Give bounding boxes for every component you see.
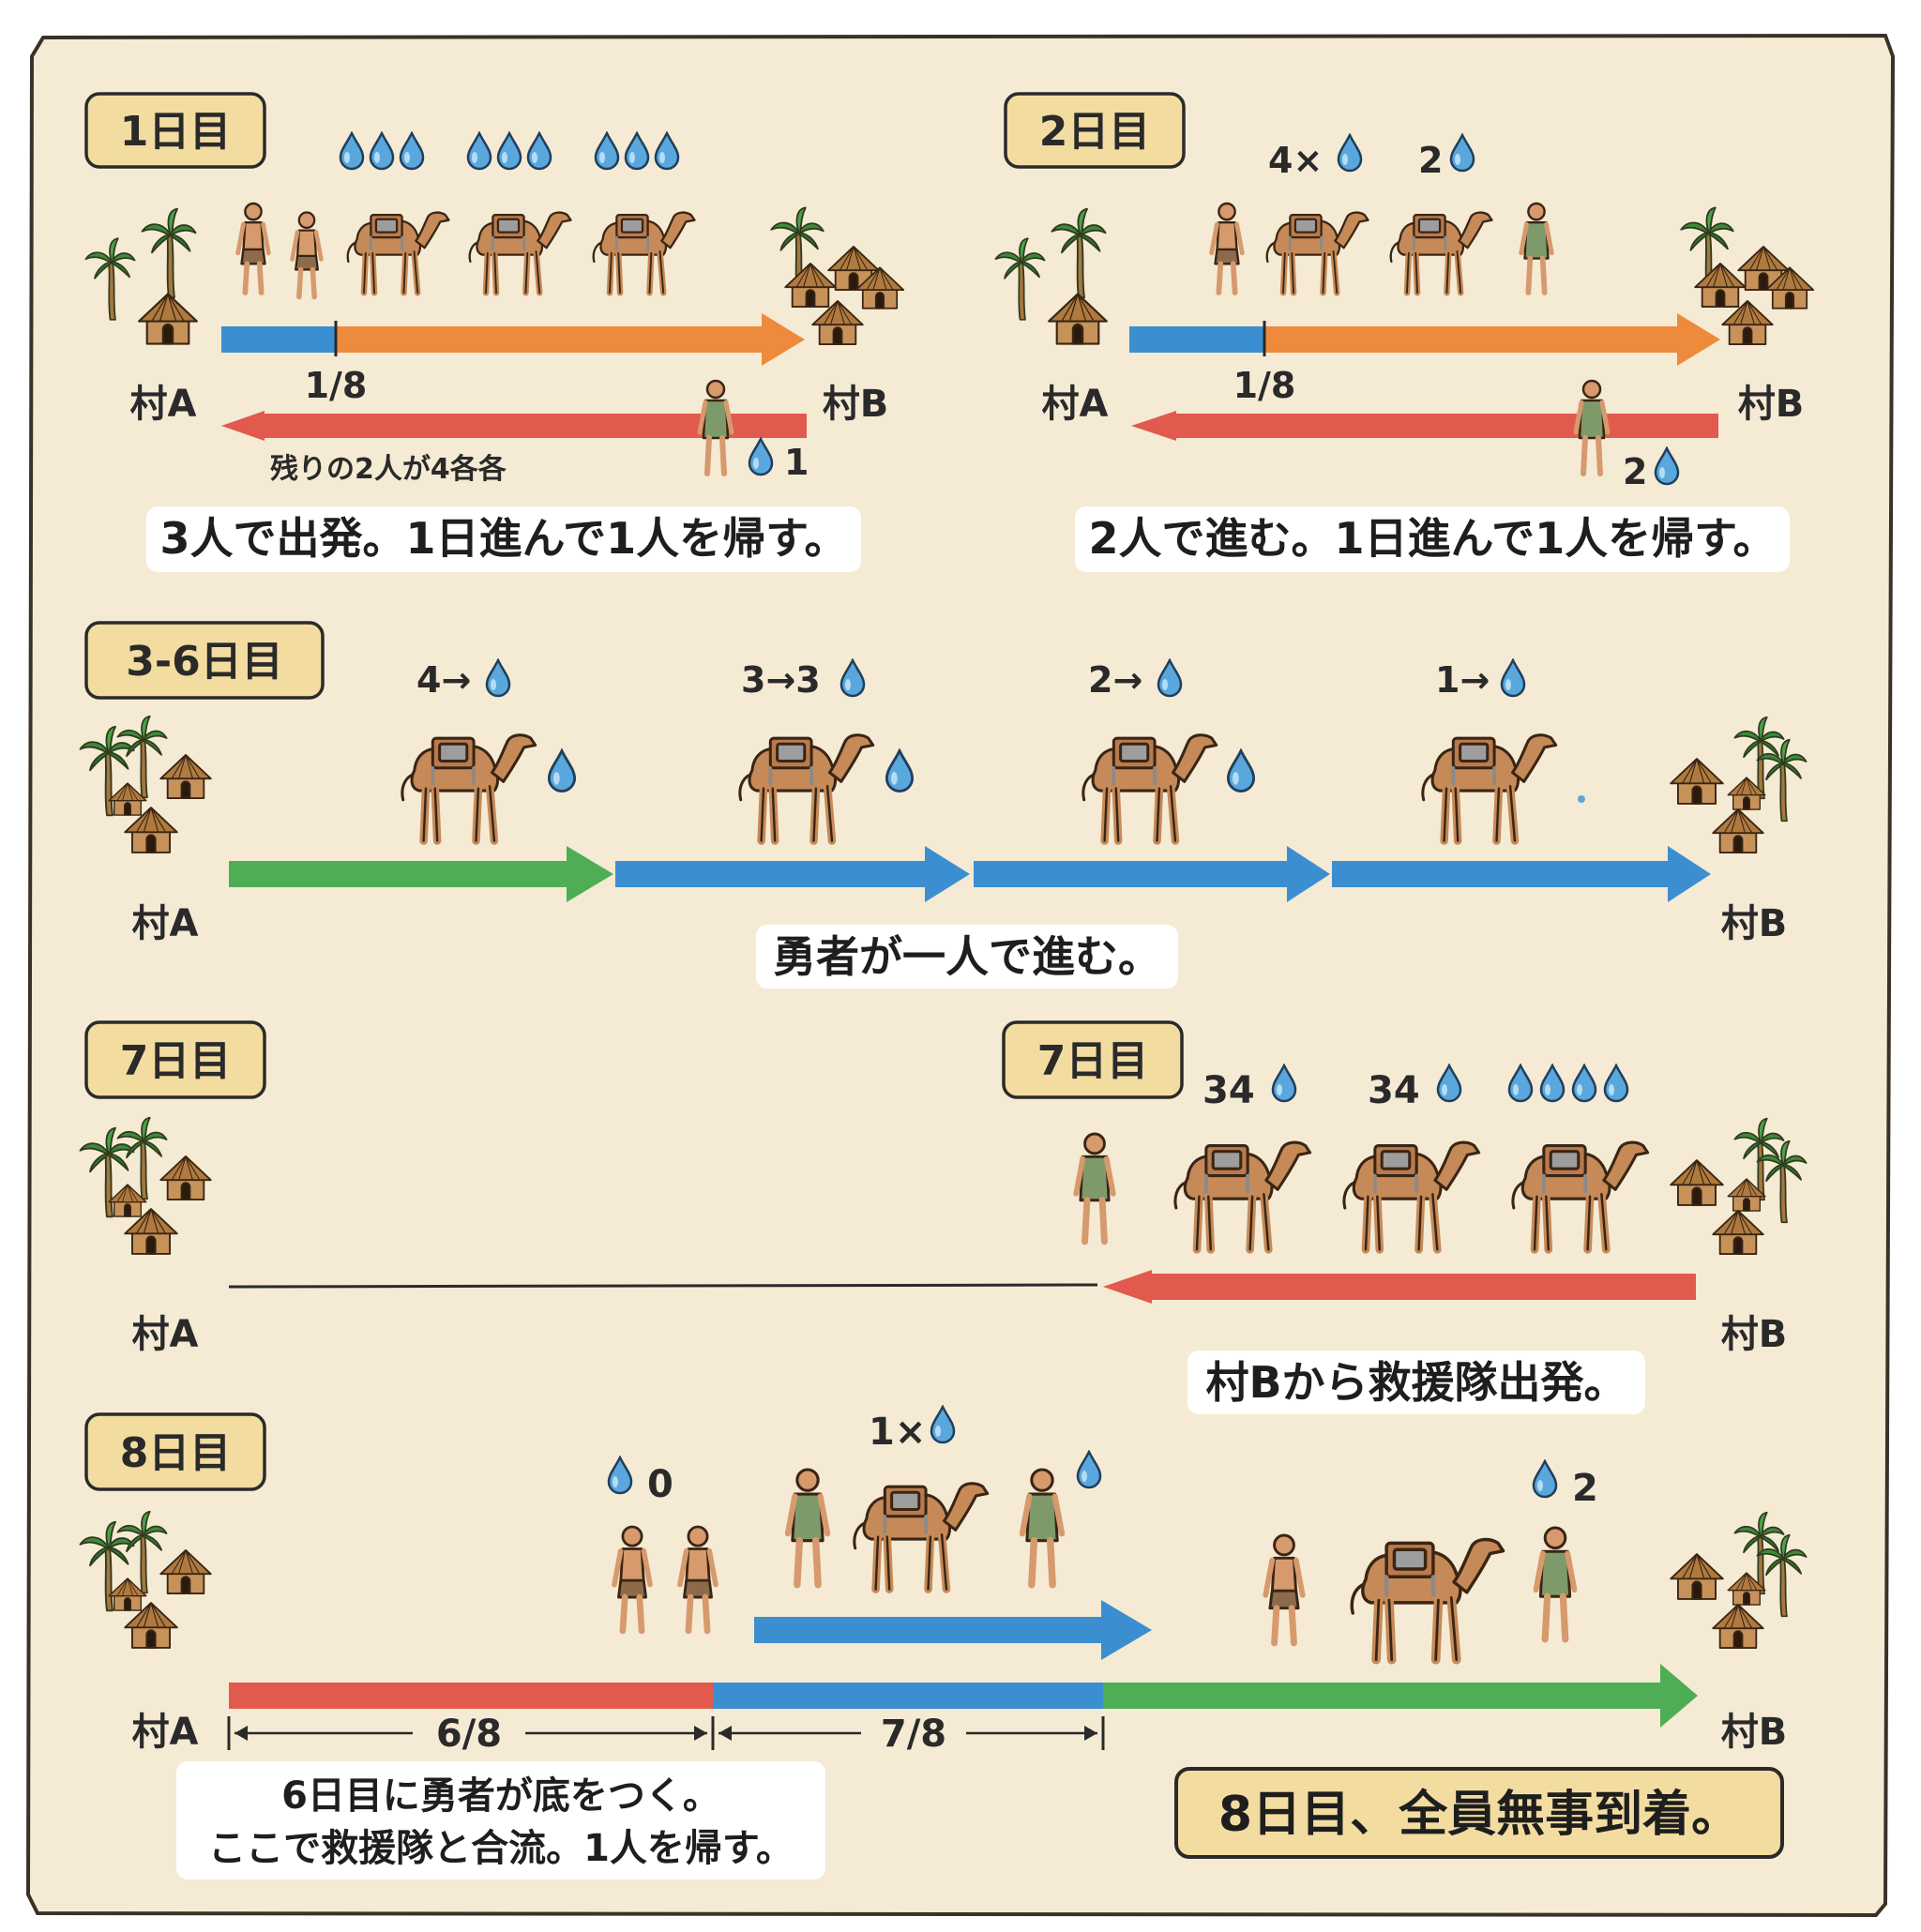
day7-caption: 村Bから救援隊出発。 (1205, 1357, 1626, 1408)
water-count-b: 2 (1418, 140, 1443, 181)
village-a-label: 村A (132, 1711, 199, 1754)
village-a-label: 村A (132, 1313, 199, 1356)
panel-day3-6: 3-6日目 4→ 3→3 2→ 1→ 村A 村B 勇者が一人で進む。 (81, 621, 1807, 989)
day8-caption-line1: 6日目に勇者が底をつく。 (281, 1774, 720, 1818)
badge-day3-6-label: 3-6日目 (126, 638, 283, 686)
village-b-label: 村B (1738, 383, 1805, 426)
village-b-label: 村B (1721, 1313, 1788, 1356)
final-banner (1174, 1767, 1784, 1859)
dim-left-label: 6/8 (436, 1713, 502, 1756)
day8-caption-line2: ここで救援隊と合流。1人を帰す。 (208, 1827, 794, 1870)
badge-day3-6 (84, 621, 325, 700)
day1-caption: 3人で出発。1日進んで1人を帰す。 (159, 513, 847, 564)
day2-caption: 2人で進む。1日進んで1人を帰す。 (1088, 513, 1776, 564)
split-label: 1/8 (1233, 365, 1296, 406)
village-a-label: 村A (1042, 383, 1109, 426)
village-a-label: 村A (132, 902, 199, 945)
village-b-label: 村B (1721, 1711, 1788, 1754)
badge-day7-right-label: 7日目 (1037, 1037, 1149, 1085)
water-label-1: 34 (1203, 1069, 1255, 1112)
panel-day1: 1日目 1/8 村A 村B 1 残りの2人が4各各 3人で出発。1日進んで1人を… (84, 92, 903, 572)
village-b-label: 村B (1721, 902, 1788, 945)
water-two: 2 (1572, 1467, 1598, 1510)
badge-day2 (1004, 92, 1186, 169)
dim-right-label: 7/8 (881, 1713, 946, 1756)
step-label-3: 2→ (1088, 659, 1142, 701)
badge-day1 (84, 92, 266, 169)
badge-day7-left-label: 7日目 (120, 1037, 232, 1085)
return-water: 1 (784, 442, 809, 483)
badge-day7-right (1002, 1020, 1184, 1099)
badge-day7-left (84, 1020, 266, 1099)
village-b-label: 村B (823, 383, 889, 426)
step-label-2: 3→3 (741, 659, 821, 701)
water-count-a: 4× (1268, 140, 1323, 181)
panel-day8: 8日目 0 1× 2 村A 村B (81, 1405, 1807, 1879)
day3-6-caption: 勇者が一人で進む。 (773, 931, 1161, 982)
split-label: 1/8 (305, 365, 368, 406)
village-a-label: 村A (130, 383, 197, 426)
day1-note: 残りの2人が4各各 (270, 453, 507, 486)
water-zero: 0 (647, 1463, 673, 1506)
panel-day2: 2日目 4× 2 1/8 村A 村B 2 2人で進む。1日進んで1人を帰す。 (995, 92, 1813, 572)
badge-day1-label: 1日目 (120, 108, 232, 156)
step-label-4: 1→ (1435, 659, 1490, 701)
step-label-1: 4→ (416, 659, 471, 701)
panel-day7: 7日目 7日目 34 34 村A 村B 村Bから救援隊出発。 (81, 1020, 1807, 1414)
badge-day8-label: 8日目 (120, 1429, 232, 1477)
water-one: 1× (869, 1411, 926, 1454)
badge-day8 (84, 1412, 266, 1491)
final-banner-label: 8日目、全員無事到着。 (1218, 1787, 1740, 1843)
return-water: 2 (1623, 451, 1647, 492)
badge-day2-label: 2日目 (1039, 108, 1151, 156)
water-label-2: 34 (1368, 1069, 1420, 1112)
